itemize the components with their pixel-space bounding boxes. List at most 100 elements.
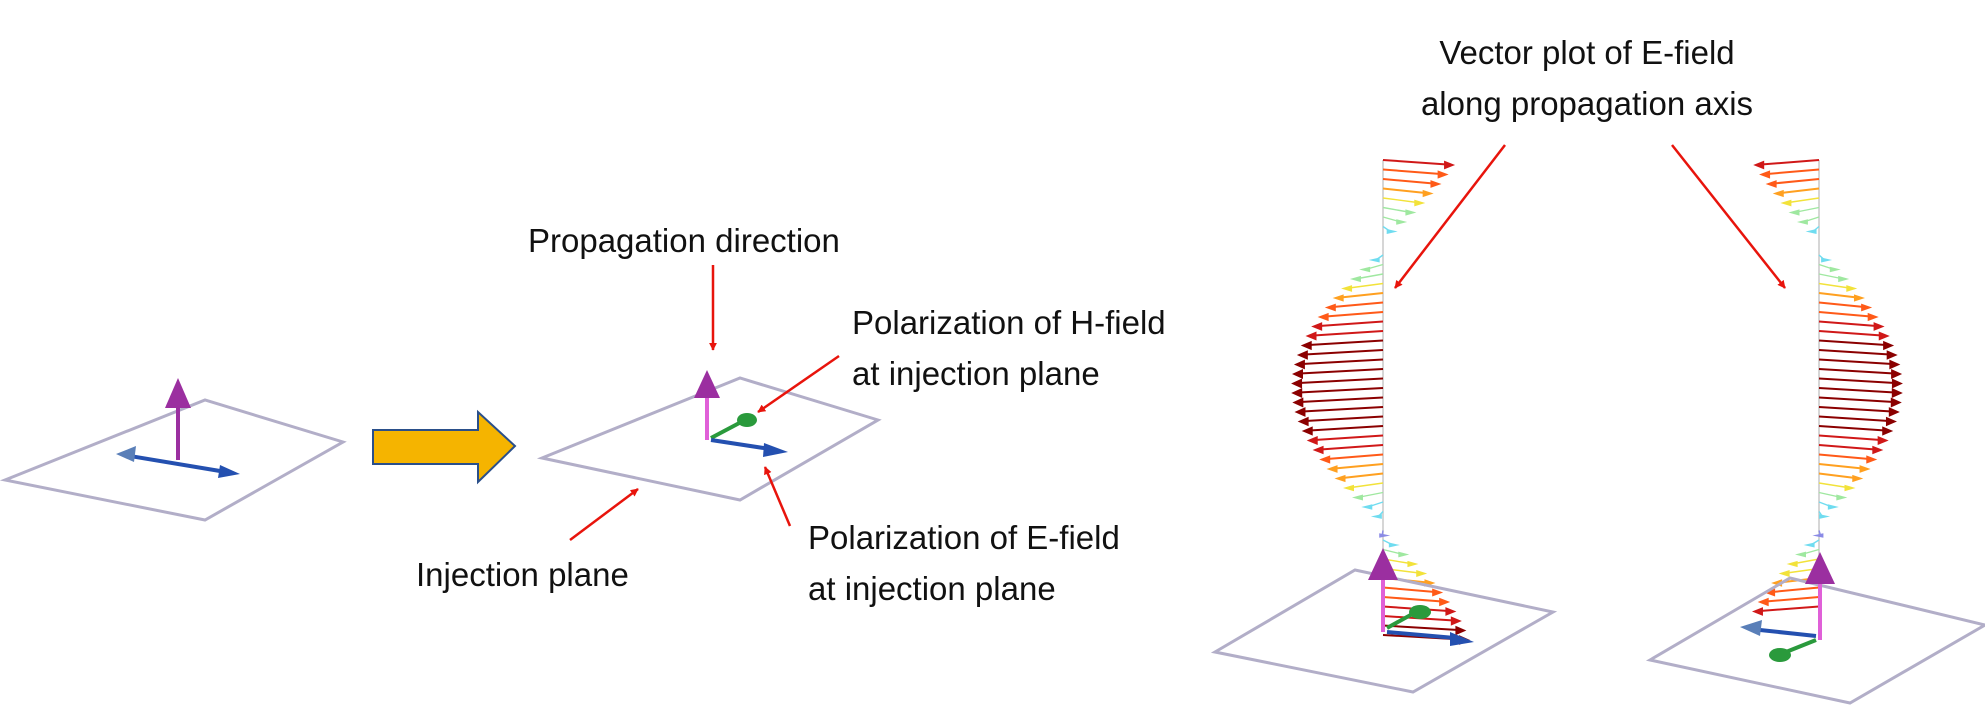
- e-field-vector: [1342, 472, 1384, 479]
- e-field-vector: [1309, 425, 1384, 432]
- e-field-vector-arrowhead-icon: [1405, 209, 1417, 216]
- e-field-vector: [1325, 311, 1384, 318]
- e-field-vector-arrowhead-icon: [1877, 436, 1889, 445]
- e-field-vector: [1818, 358, 1893, 365]
- e-field-vector-arrowhead-icon: [1780, 199, 1792, 207]
- transition-arrow: [372, 409, 517, 485]
- e-field-vector-arrowhead-icon: [1844, 484, 1856, 492]
- e-field-vector: [1818, 453, 1870, 460]
- e-field-vector-arrowhead-icon: [1297, 416, 1309, 427]
- h-field-callout: [757, 354, 840, 414]
- e-field-vector-arrowhead-icon: [1416, 570, 1428, 577]
- e-field-vector: [1382, 187, 1426, 194]
- e-field-vector-arrowhead-icon: [1370, 514, 1382, 519]
- e-field-vector-arrowhead-icon: [1305, 331, 1317, 341]
- h-field-arrowhead-icon: [737, 413, 757, 427]
- e-field-vector: [1382, 197, 1418, 204]
- e-field-vector-arrowhead-icon: [1873, 322, 1885, 331]
- e-field-vector-arrowhead-icon: [1296, 350, 1308, 360]
- e-field-vector: [1299, 368, 1384, 375]
- e-field-polarization-line: [710, 438, 771, 451]
- e-field-vector-arrowhead-icon: [1444, 160, 1456, 170]
- e-field-vector: [1314, 434, 1384, 441]
- e-field-vector-arrowhead-icon: [1878, 331, 1890, 341]
- e-field-arrowtail-icon: [116, 446, 136, 462]
- e-field-vector-arrowhead-icon: [1861, 303, 1873, 312]
- e-field-vector-arrowhead-icon: [1838, 275, 1850, 283]
- e-field-vector-arrowhead-icon: [1349, 275, 1361, 283]
- e-field-vector: [1340, 292, 1384, 299]
- e-field-vector: [1818, 425, 1886, 432]
- e-field-vector: [1299, 387, 1384, 394]
- e-field-vector: [1818, 311, 1871, 318]
- e-field-vector: [1794, 558, 1820, 565]
- e-field-vector-arrowhead-icon: [1882, 426, 1894, 436]
- e-field-arrowhead-icon: [218, 465, 240, 478]
- e-field-vector-arrowhead-icon: [1291, 369, 1303, 379]
- e-field-vector-arrowhead-icon: [1343, 484, 1355, 492]
- e-field-vector: [1818, 463, 1863, 470]
- propagation-arrow-icon: [1368, 548, 1398, 580]
- e-field-callout: [763, 466, 792, 527]
- e-field-vector: [1305, 415, 1384, 422]
- e-field-polarization-label-line2: at injection plane: [808, 570, 1056, 607]
- injection-plane-outline: [0, 398, 347, 522]
- e-field-vector-arrowhead-icon: [1805, 229, 1817, 234]
- e-field-vector: [1308, 339, 1384, 346]
- e-field-vector: [1302, 406, 1384, 413]
- e-field-vector: [1818, 320, 1877, 327]
- e-field-vector-arrowhead-icon: [1291, 388, 1303, 398]
- e-field-vector: [1818, 330, 1882, 337]
- injection-plane-label: Injection plane: [416, 556, 629, 593]
- e-field-vector: [1299, 377, 1384, 384]
- e-field-vector-arrowhead-icon: [1301, 426, 1313, 436]
- e-field-vector: [1773, 178, 1820, 185]
- e-field-vector: [1301, 358, 1384, 365]
- e-field-vector: [1818, 292, 1858, 299]
- e-field-vector-arrowhead-icon: [1885, 416, 1897, 427]
- e-field-vector: [1357, 273, 1384, 280]
- e-field-vector-arrowhead-icon: [1751, 607, 1763, 616]
- e-field-arrowhead-icon: [763, 443, 788, 457]
- source-panel-annotated: Propagation direction Polarization of H-…: [416, 222, 1166, 607]
- e-field-vector-arrowhead-icon: [1414, 199, 1426, 207]
- e-field-vector-arrowhead-icon: [1846, 285, 1858, 292]
- e-field-vector-arrowhead-icon: [1293, 359, 1305, 370]
- e-field-vector-arrowhead-icon: [1386, 229, 1398, 234]
- e-field-vector-arrowhead-icon: [1765, 180, 1777, 188]
- e-field-vector: [1818, 491, 1840, 498]
- e-field-vector: [1300, 396, 1384, 403]
- e-field-vector: [1382, 168, 1441, 175]
- e-field-vector: [1759, 605, 1820, 612]
- e-field-vector-arrowhead-icon: [1888, 407, 1900, 417]
- e-field-vector-arrowhead-icon: [1866, 455, 1878, 464]
- e-field-vector-arrowhead-icon: [1889, 359, 1901, 370]
- vector-plot-label-line1: Vector plot of E-field: [1439, 34, 1734, 71]
- injection-plane-callout: [569, 488, 639, 541]
- e-field-vector-arrowhead-icon: [1812, 533, 1824, 538]
- e-field-vector-arrowhead-icon: [1432, 588, 1444, 597]
- e-field-vector-arrowhead-icon: [1455, 625, 1467, 636]
- e-field-arrowhead-icon: [1450, 632, 1474, 646]
- h-field-polarization-label-line2: at injection plane: [852, 355, 1100, 392]
- h-field-arrowhead-icon: [1409, 605, 1431, 619]
- e-field-vector-arrowhead-icon: [1341, 285, 1353, 292]
- e-field-vector: [1382, 548, 1402, 555]
- e-field-vector: [1818, 415, 1890, 422]
- e-field-vector-arrowhead-icon: [1778, 570, 1790, 577]
- e-field-vector-arrowhead-icon: [1445, 607, 1457, 616]
- e-field-polarization-line: [1759, 628, 1817, 638]
- e-field-vector: [1313, 330, 1384, 337]
- e-field-polarization-label-line1: Polarization of E-field: [808, 519, 1120, 556]
- e-field-vector: [1359, 491, 1384, 498]
- h-field-polarization-label-line1: Polarization of H-field: [852, 304, 1166, 341]
- e-field-vector-arrowhead-icon: [1312, 445, 1324, 455]
- propagation-arrow-icon: [694, 370, 720, 398]
- e-field-vector: [1796, 206, 1820, 213]
- vector-plot-callout-left: [1394, 144, 1506, 289]
- e-field-vector-arrowhead-icon: [1430, 180, 1442, 188]
- e-field-vector-arrowhead-icon: [1294, 407, 1306, 417]
- injection-plane-outline: [1645, 576, 1985, 705]
- e-field-vector: [1818, 472, 1856, 479]
- e-field-vector: [1818, 406, 1892, 413]
